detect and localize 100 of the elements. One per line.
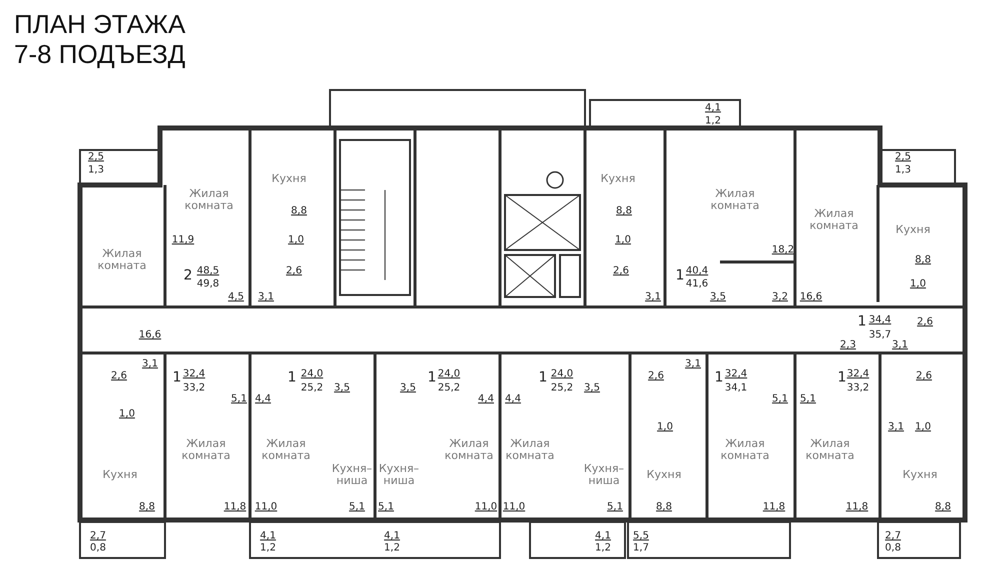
- area-value: 11,9: [172, 234, 194, 246]
- area-value: 11,8: [224, 502, 246, 512]
- area-value: 1,3: [895, 164, 911, 176]
- room-label: Жилая комната: [184, 188, 234, 212]
- area-value: 41,6: [686, 278, 708, 290]
- room-count: 1: [538, 370, 548, 386]
- area-value: 40,4: [686, 266, 708, 276]
- area-value: 4,4: [255, 394, 271, 404]
- room-label: Жилая комната: [710, 188, 760, 212]
- area-value: 2,5: [895, 152, 911, 162]
- room-label: Кухня: [646, 468, 682, 482]
- area-value: 8,8: [139, 502, 155, 512]
- area-value: 4,5: [228, 292, 244, 302]
- area-value: 4,4: [505, 394, 521, 404]
- room-count: 1: [858, 314, 866, 330]
- area-value: 3,1: [645, 292, 661, 302]
- room-label: Жилая комната: [808, 208, 860, 232]
- room-count: 1: [428, 370, 436, 386]
- area-value: 4,1: [595, 530, 611, 542]
- area-value: 1,2: [595, 542, 611, 554]
- area-value: 34,4: [868, 314, 892, 326]
- room-count: 1: [676, 268, 684, 284]
- area-value: 8,8: [915, 254, 931, 266]
- area-value: 5,1: [349, 502, 365, 512]
- area-value: 34,1: [724, 382, 748, 394]
- area-value: 5,1: [231, 394, 247, 404]
- area-value: 8,8: [935, 502, 951, 512]
- area-value: 1,7: [633, 542, 649, 554]
- area-value: 3,5: [400, 382, 416, 394]
- area-value: 25,2: [550, 382, 574, 394]
- area-value: 3,2: [772, 292, 788, 302]
- area-value: 2,6: [111, 370, 127, 382]
- area-value: 18,2: [772, 244, 794, 256]
- area-value: 2,3: [840, 340, 856, 350]
- area-value: 5,1: [772, 394, 788, 404]
- area-value: 1,0: [119, 408, 135, 420]
- room-count: 1: [172, 370, 182, 386]
- area-value: 2,6: [286, 266, 302, 276]
- area-value: 1,0: [910, 278, 926, 290]
- area-value: 11,8: [846, 502, 868, 512]
- area-value: 4,1: [705, 102, 721, 114]
- room-label: Кухня: [270, 172, 308, 186]
- area-value: 2,7: [90, 530, 106, 542]
- room-label: Кухня–ниша: [330, 462, 374, 488]
- area-value: 33,2: [846, 382, 870, 394]
- area-value: 5,5: [633, 530, 649, 542]
- room-count: 1: [838, 370, 846, 386]
- area-value: 3,1: [892, 340, 908, 350]
- area-value: 49,8: [196, 278, 220, 290]
- area-value: 3,1: [685, 358, 701, 370]
- area-value: 0,8: [885, 542, 901, 554]
- room-count: 1: [288, 370, 296, 386]
- area-value: 8,8: [656, 502, 672, 512]
- area-value: 1,2: [260, 542, 276, 554]
- area-value: 3,5: [334, 382, 350, 394]
- area-value: 2,6: [917, 316, 933, 328]
- area-value: 2,6: [613, 266, 629, 276]
- room-count: 1: [714, 370, 724, 386]
- area-value: 5,1: [607, 502, 623, 512]
- room-label: Кухня–ниша: [582, 462, 626, 488]
- area-value: 0,8: [90, 542, 106, 554]
- area-value: 1,2: [384, 542, 400, 554]
- area-value: 33,2: [182, 382, 206, 394]
- area-value: 1,3: [88, 164, 104, 176]
- room-label: Жилая комната: [504, 438, 556, 462]
- area-value: 1,0: [915, 422, 931, 432]
- area-value: 11,8: [762, 502, 786, 512]
- area-value: 24,0: [438, 368, 460, 380]
- area-value: 3,5: [710, 292, 726, 302]
- area-value: 25,2: [438, 382, 460, 394]
- area-value: 11,0: [502, 502, 526, 512]
- area-value: 2,6: [648, 370, 664, 382]
- plan-title: ПЛАН ЭТАЖА 7-8 ПОДЪЕЗД: [14, 10, 186, 70]
- area-value: 4,4: [478, 394, 494, 404]
- area-value: 48,5: [196, 266, 220, 276]
- area-value: 32,4: [182, 368, 206, 380]
- area-value: 11,0: [474, 502, 498, 512]
- area-value: 24,0: [550, 368, 574, 380]
- room-label: Жилая комната: [260, 438, 312, 462]
- area-value: 32,4: [846, 368, 870, 380]
- area-value: 2,7: [885, 530, 901, 542]
- area-value: 8,8: [616, 206, 632, 216]
- area-value: 3,1: [888, 422, 904, 432]
- room-label: Жилая комната: [720, 438, 770, 462]
- area-value: 16,6: [800, 292, 822, 302]
- area-value: 5,1: [378, 502, 394, 512]
- area-value: 16,6: [138, 330, 162, 340]
- area-value: 5,1: [800, 394, 816, 404]
- area-value: 2,6: [916, 370, 932, 382]
- room-label: Кухня: [902, 468, 938, 482]
- area-value: 2,5: [88, 152, 104, 162]
- area-value: 1,0: [615, 234, 631, 246]
- area-value: 3,5: [584, 382, 600, 394]
- room-label: Жилая комната: [96, 248, 148, 272]
- area-value: 25,2: [300, 382, 324, 394]
- area-value: 24,0: [300, 368, 324, 380]
- area-value: 32,4: [724, 368, 748, 380]
- area-value: 1,0: [657, 422, 673, 432]
- area-value: 4,1: [384, 530, 400, 542]
- room-label: Жилая комната: [444, 438, 494, 462]
